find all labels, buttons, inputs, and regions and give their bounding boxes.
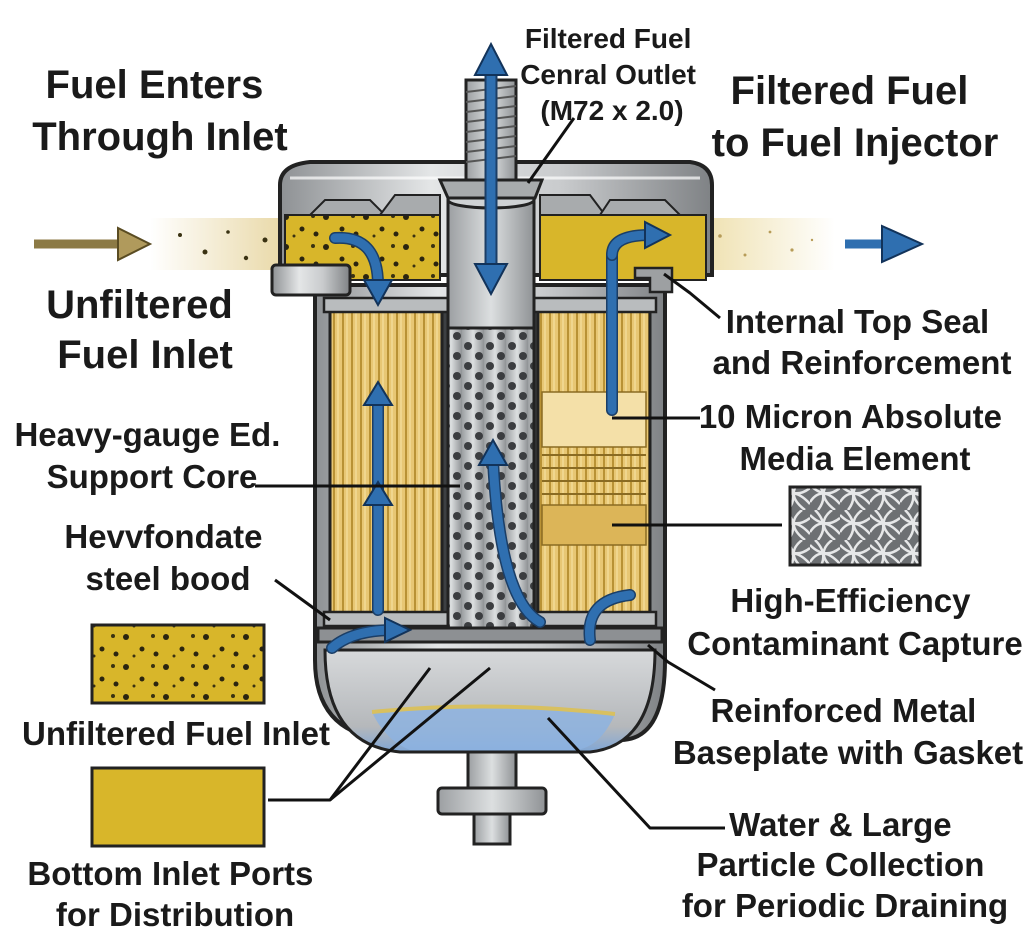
label-support-core-line-2: Support Core bbox=[47, 458, 258, 495]
label-unfiltered-legend: Unfiltered Fuel Inlet bbox=[22, 715, 330, 752]
label-water-collection-line-3: for Periodic Draining bbox=[682, 887, 1008, 924]
label-bottom-ports: Bottom Inlet Ports for Distribution bbox=[27, 855, 322, 933]
pleated-media-right bbox=[530, 296, 658, 628]
label-filtered-outlet-line-2: Cenral Outlet bbox=[520, 59, 696, 90]
drain-valve bbox=[436, 750, 548, 846]
label-water-collection-line-2: Particle Collection bbox=[696, 846, 984, 883]
label-water-collection-line-1: Water & Large bbox=[729, 806, 952, 843]
label-steel-bood-line-1: Hevvfondate bbox=[64, 518, 262, 555]
label-steel-bood-line-2: steel bood bbox=[85, 560, 250, 597]
label-high-efficiency-line-2: Contaminant Capture bbox=[687, 625, 1023, 662]
label-high-efficiency: High-Efficiency Contaminant Capture bbox=[687, 582, 1023, 662]
flow-arrow-icon bbox=[326, 41, 673, 654]
collection-bowl bbox=[323, 648, 657, 754]
label-baseplate-line-2: Baseplate with Gasket bbox=[673, 734, 1023, 771]
label-unfiltered-inlet-line-2: Fuel Inlet bbox=[57, 333, 233, 377]
outgoing-fuel-stream bbox=[705, 218, 835, 270]
label-baseplate-line-1: Reinforced Metal bbox=[710, 692, 976, 729]
unfiltered-fuel-swatch bbox=[90, 623, 266, 705]
leader-lines bbox=[255, 117, 782, 830]
label-unfiltered-inlet-line-1: Unfiltered bbox=[46, 283, 233, 327]
incoming-fuel-stream bbox=[150, 218, 290, 270]
label-to-injector-line-2: to Fuel Injector bbox=[712, 121, 999, 165]
label-bottom-ports-line-2: for Distribution bbox=[56, 896, 294, 933]
label-unfiltered-inlet: Unfiltered Fuel Inlet bbox=[46, 283, 244, 377]
label-to-injector-line-1: Filtered Fuel bbox=[731, 69, 969, 113]
label-top-seal: Internal Top Seal and Reinforcement bbox=[713, 303, 1012, 381]
label-fuel-enters-line-1: Fuel Enters bbox=[46, 63, 264, 107]
inlet-arrow-icon bbox=[34, 226, 153, 262]
label-filtered-outlet: Filtered Fuel Cenral Outlet (M72 x 2.0) bbox=[520, 23, 704, 126]
label-filtered-outlet-line-1: Filtered Fuel bbox=[525, 23, 691, 54]
label-support-core-line-1: Heavy-gauge Ed. bbox=[14, 416, 280, 453]
label-support-core: Heavy-gauge Ed. Support Core bbox=[14, 416, 289, 495]
label-water-collection: Water & Large Particle Collection for Pe… bbox=[682, 806, 1008, 924]
pleated-media-left bbox=[322, 296, 450, 628]
label-to-injector: Filtered Fuel to Fuel Injector bbox=[712, 69, 999, 165]
label-micron-element: 10 Micron Absolute Media Element bbox=[699, 398, 1011, 477]
label-fuel-enters-line-2: Through Inlet bbox=[32, 115, 288, 159]
label-micron-element-line-1: 10 Micron Absolute bbox=[699, 398, 1002, 435]
label-filtered-outlet-line-3: (M72 x 2.0) bbox=[540, 95, 683, 126]
label-bottom-ports-line-1: Bottom Inlet Ports bbox=[27, 855, 313, 892]
media-mesh-icon bbox=[788, 485, 922, 567]
label-top-seal-line-1: Internal Top Seal bbox=[726, 303, 989, 340]
outlet-arrow-icon bbox=[845, 224, 925, 264]
label-fuel-enters: Fuel Enters Through Inlet bbox=[32, 63, 288, 159]
clean-fuel-swatch bbox=[90, 766, 266, 848]
label-high-efficiency-line-1: High-Efficiency bbox=[730, 582, 971, 619]
label-micron-element-line-2: Media Element bbox=[739, 440, 970, 477]
label-steel-bood: Hevvfondate steel bood bbox=[64, 518, 271, 597]
label-top-seal-line-2: and Reinforcement bbox=[713, 344, 1012, 381]
label-baseplate: Reinforced Metal Baseplate with Gasket bbox=[673, 692, 1023, 771]
